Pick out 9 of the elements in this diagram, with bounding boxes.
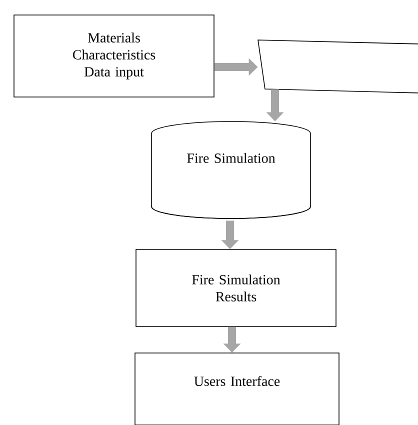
node-text: Fire Simulation xyxy=(187,153,276,163)
node-text: Users Interface xyxy=(194,376,280,386)
node-text: Fire Simulation Results xyxy=(192,274,280,302)
input-shape xyxy=(258,40,418,94)
process-box xyxy=(134,352,340,425)
node-text: Materials Characteristics Data input xyxy=(73,32,156,80)
storage-cylinder xyxy=(151,121,311,219)
process-box xyxy=(14,14,214,98)
process-box xyxy=(136,249,336,327)
